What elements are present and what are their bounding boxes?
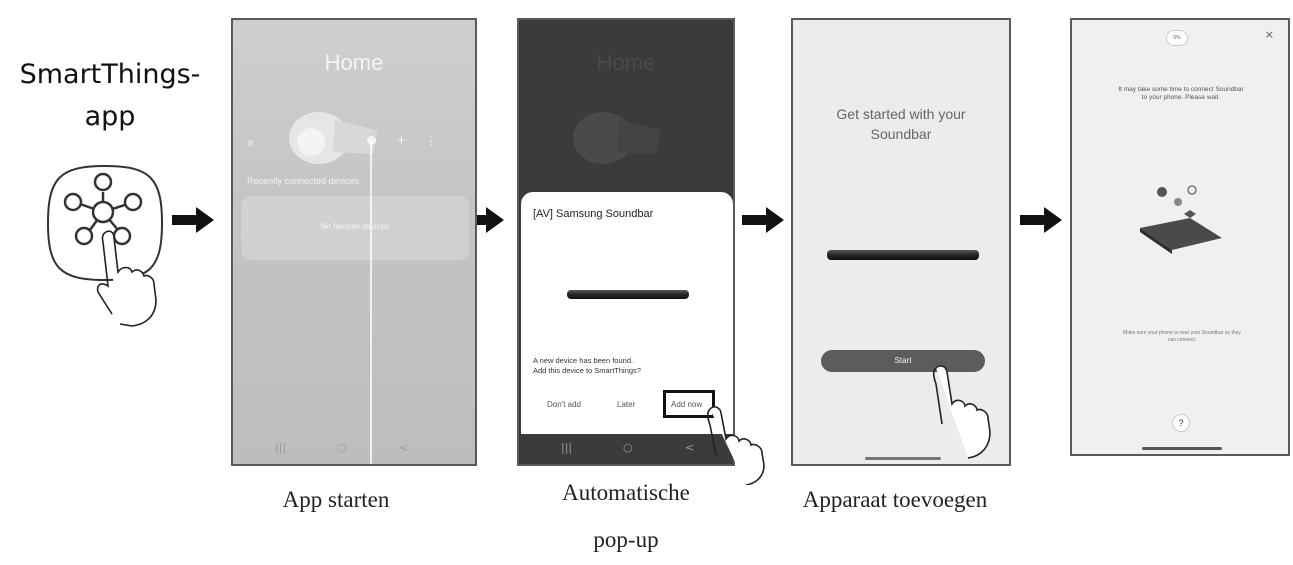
home-icon[interactable]: ○ — [623, 441, 633, 454]
caption-automatische-popup-line2: pop-up — [593, 527, 659, 552]
arrow-right-icon — [462, 207, 504, 233]
get-started-title: Get started with your Soundbar — [793, 104, 1009, 144]
wait-message-line1: It may take some time to connect Soundba… — [1118, 86, 1244, 93]
get-started-title-line2: Soundbar — [870, 126, 932, 142]
later-button[interactable]: Later — [617, 400, 636, 409]
proximity-message-line1: Make sure your phone is near your Soundb… — [1123, 330, 1241, 336]
popup-message-line2: Add this device to SmartThings? — [533, 366, 641, 375]
proximity-message-line2: can connect. — [1167, 337, 1197, 343]
arrow-right-icon — [742, 207, 784, 233]
popup-title: [AV] Samsung Soundbar — [533, 208, 654, 220]
phone-connection-illustration — [1140, 185, 1222, 254]
add-now-highlight — [663, 390, 715, 418]
phone-screen-popup: Home [AV] Samsung Soundbar A new device … — [517, 18, 735, 466]
dont-add-button[interactable]: Don't add — [547, 400, 581, 409]
android-nav-bar: ||| ○ < — [519, 434, 733, 464]
soundbar-image — [567, 290, 689, 299]
caption-apparaat-toevoegen: Apparaat toevoegen — [802, 487, 988, 512]
app-title-line1: SmartThings- — [19, 59, 201, 90]
wait-message: It may take some time to connect Soundba… — [1086, 86, 1276, 102]
menu-icon[interactable]: ≡ — [247, 136, 255, 150]
phone-screen-connecting: 0% × It may take some time to connect So… — [1070, 18, 1290, 456]
back-icon[interactable]: < — [399, 441, 409, 454]
recent-apps-icon[interactable]: ||| — [275, 441, 287, 454]
wait-message-line2: to your phone. Please wait. — [1141, 94, 1221, 101]
recent-apps-icon[interactable]: ||| — [561, 441, 573, 454]
home-icon[interactable]: ○ — [337, 441, 347, 454]
proximity-message: Make sure your phone is near your Soundb… — [1092, 330, 1272, 344]
back-icon[interactable]: < — [685, 441, 695, 454]
popup-message-line1: A new device has been found. — [533, 356, 634, 365]
progress-badge: 0% — [1166, 30, 1188, 46]
smartthings-app-icon[interactable] — [40, 158, 170, 288]
android-nav-bar: ||| ○ < — [233, 434, 475, 464]
screen-title: Home — [324, 50, 384, 75]
recently-connected-label: Recently connected devices — [247, 176, 360, 186]
caption-app-starten: App starten — [282, 487, 390, 512]
pointing-hand-icon — [706, 406, 765, 485]
popup-message: A new device has been found. Add this de… — [533, 356, 723, 376]
close-icon[interactable]: × — [1264, 28, 1274, 41]
more-options-icon[interactable]: ⋮ — [425, 134, 437, 148]
help-button[interactable]: ? — [1172, 414, 1190, 432]
touch-indicator — [367, 136, 376, 145]
arrow-right-icon — [1020, 207, 1062, 233]
home-indicator — [865, 457, 941, 460]
lamp-illustration — [289, 112, 377, 164]
no-favorites-text: No favorite devices — [320, 222, 390, 231]
phone-screen-home: Home ≡ + ⋮ Recently connected devices No… — [231, 18, 477, 466]
pointing-hand-icon — [96, 230, 157, 327]
screen-title-dimmed: Home — [596, 50, 656, 75]
get-started-title-line1: Get started with your — [836, 106, 966, 122]
home-indicator — [1142, 447, 1222, 450]
pointing-hand-icon — [932, 365, 991, 459]
touch-trace-line — [370, 142, 372, 464]
soundbar-image — [827, 250, 979, 260]
app-title-line2: app — [84, 101, 136, 132]
lamp-illustration — [573, 112, 661, 164]
arrow-right-icon — [172, 207, 214, 233]
device-found-popup: [AV] Samsung Soundbar A new device has b… — [521, 192, 733, 436]
add-icon[interactable]: + — [397, 132, 406, 149]
favorites-card[interactable]: No favorite devices — [241, 196, 469, 260]
add-now-button[interactable]: Add now — [671, 400, 703, 409]
caption-automatische-popup-line1: Automatische — [562, 480, 690, 505]
